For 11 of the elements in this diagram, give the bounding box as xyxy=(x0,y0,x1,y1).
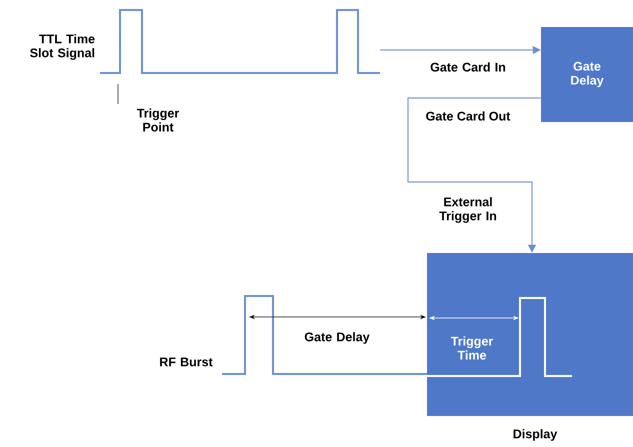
edge-label: Gate Card In xyxy=(430,62,506,72)
delay-box: Gate Delay xyxy=(541,27,633,122)
dimension-label: Gate Delay xyxy=(304,332,370,344)
signal-label: RF Burst xyxy=(160,358,213,366)
edge-label: External Trigger In xyxy=(439,197,496,223)
dimension-label: Trigger Time xyxy=(450,336,493,360)
signal-label: TTL Time Slot Signal xyxy=(30,34,95,60)
trigger-point-label: Trigger Point xyxy=(136,108,179,132)
display-screen xyxy=(427,252,633,416)
port-label: Display xyxy=(514,429,558,441)
port-label: Gate Card Out xyxy=(426,111,510,121)
